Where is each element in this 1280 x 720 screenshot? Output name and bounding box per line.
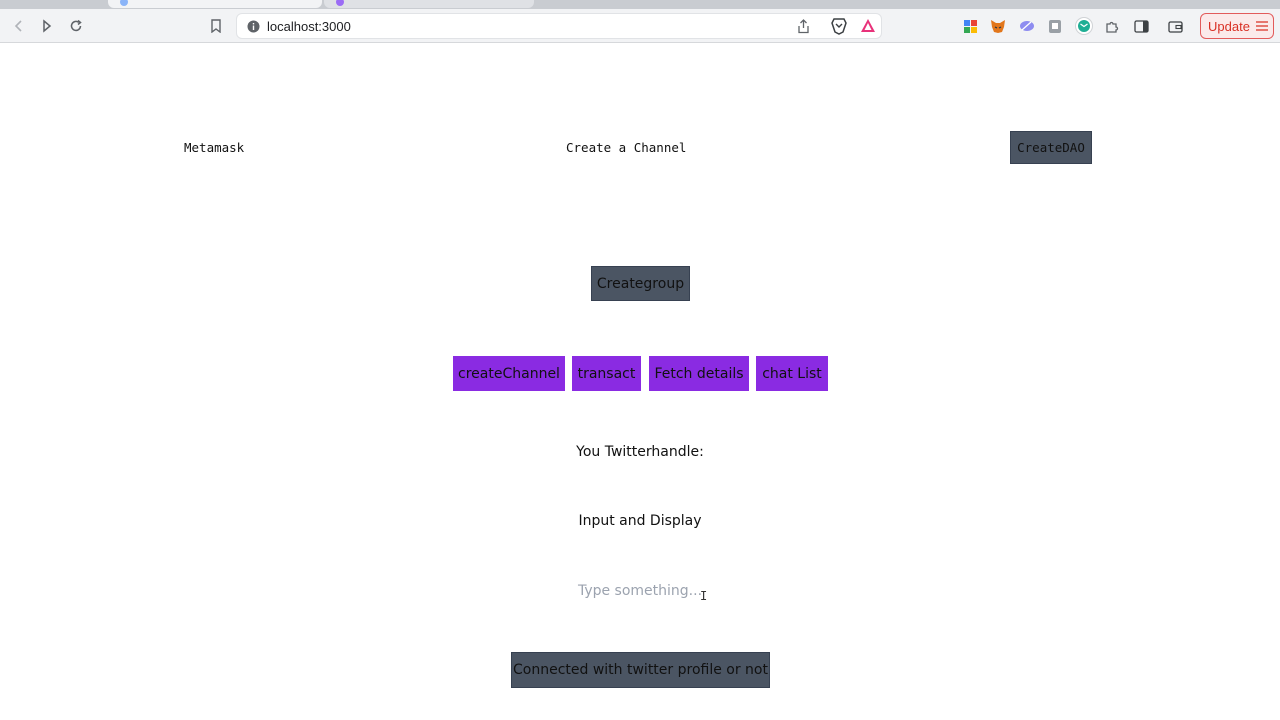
chat-list-button[interactable]: chat List: [756, 356, 828, 391]
brave-shield-icon[interactable]: [831, 17, 847, 40]
bookmark-icon[interactable]: [203, 9, 229, 43]
extension-mail-icon[interactable]: [1075, 17, 1093, 35]
text-input[interactable]: [540, 578, 740, 604]
site-info-icon[interactable]: [247, 20, 260, 38]
tab-favicon-icon: [120, 0, 128, 6]
tab-favicon-icon: [336, 0, 344, 6]
create-channel-link[interactable]: Create a Channel: [566, 140, 687, 155]
back-arrow-icon[interactable]: [6, 9, 32, 43]
fetch-details-button[interactable]: Fetch details: [649, 356, 749, 391]
update-label: Update: [1208, 18, 1250, 34]
transact-button[interactable]: transact: [572, 356, 641, 391]
extension-grid-icon[interactable]: [961, 17, 979, 35]
wallet-icon[interactable]: [1166, 17, 1184, 35]
twitter-connected-button[interactable]: Connected with twitter profile or not: [511, 652, 770, 688]
update-button[interactable]: Update: [1200, 13, 1274, 39]
tab-strip: [0, 0, 1280, 9]
puzzle-icon[interactable]: [1103, 17, 1121, 35]
extension-doc-icon[interactable]: [1046, 17, 1064, 35]
url-text: localhost:3000: [267, 19, 351, 34]
tab-active[interactable]: [108, 0, 322, 8]
metamask-link[interactable]: Metamask: [184, 140, 245, 155]
text-cursor-icon: I: [700, 589, 708, 603]
sidebar-icon[interactable]: [1132, 17, 1150, 35]
browser-toolbar: localhost:3000 Update: [0, 9, 1280, 43]
metamask-fox-icon[interactable]: [989, 17, 1007, 35]
create-dao-button[interactable]: CreateDAO: [1010, 131, 1092, 164]
input-display-heading: Input and Display: [578, 513, 702, 529]
tab-second[interactable]: [324, 0, 534, 8]
reload-icon[interactable]: [63, 9, 89, 43]
create-channel-button[interactable]: createChannel: [453, 356, 565, 391]
brave-rewards-icon[interactable]: [860, 18, 876, 39]
creategroup-button[interactable]: Creategroup: [591, 266, 690, 301]
twitter-handle-label: You Twitterhandle:: [576, 444, 704, 460]
address-bar[interactable]: localhost:3000: [236, 13, 882, 39]
extension-feather-icon[interactable]: [1018, 17, 1036, 35]
forward-arrow-icon[interactable]: [34, 9, 60, 43]
share-icon[interactable]: [797, 19, 810, 39]
hamburger-menu-icon: [1255, 19, 1268, 34]
